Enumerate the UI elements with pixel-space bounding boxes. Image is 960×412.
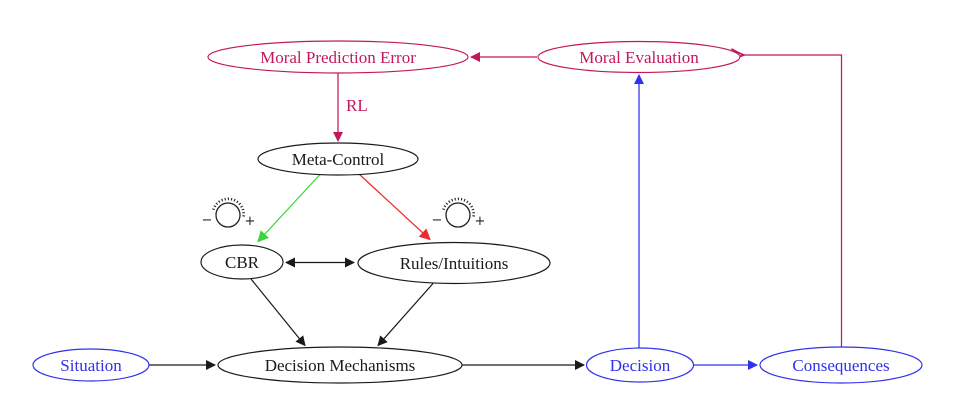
dial-knob-circle xyxy=(215,202,241,228)
node-meta-control: Meta-Control xyxy=(257,142,419,176)
node-label: Consequences xyxy=(792,356,889,375)
node-ellipse xyxy=(207,40,469,74)
edge-meta-control-to-cbr xyxy=(257,174,321,243)
node-ellipse xyxy=(32,348,150,382)
node-label: Rules/Intuitions xyxy=(400,254,509,273)
edge-label-rl: RL xyxy=(346,96,368,115)
edge-consequences-to-moral-evaluation xyxy=(743,55,843,347)
dial-knob-circle xyxy=(445,202,471,228)
node-label: Decision xyxy=(610,356,671,375)
node-moral-evaluation: Moral Evaluation xyxy=(537,40,741,74)
dial-plus-label: + xyxy=(475,214,486,229)
node-label: Moral Prediction Error xyxy=(260,48,416,67)
node-label: Decision Mechanisms xyxy=(265,356,416,375)
dial-minus-label: − xyxy=(432,213,443,228)
node-cbr: CBR xyxy=(200,244,284,280)
gain-dial-icon-rules-intuitions: − + xyxy=(432,197,486,229)
node-consequences: Consequences xyxy=(759,346,923,384)
edge-meta-control-to-rules-intuitions xyxy=(358,173,431,241)
node-decision-mechanisms: Decision Mechanisms xyxy=(217,346,463,384)
node-decision: Decision xyxy=(585,347,695,383)
node-ellipse xyxy=(585,347,695,383)
node-label: Situation xyxy=(60,356,122,375)
edge-cbr-to-decision-mechanisms xyxy=(250,278,306,347)
node-label: CBR xyxy=(225,253,260,272)
node-ellipse xyxy=(759,346,923,384)
node-ellipse xyxy=(357,241,551,285)
node-ellipse xyxy=(200,244,284,280)
node-situation: Situation xyxy=(32,348,150,382)
dial-minus-label: − xyxy=(202,213,213,228)
gain-dial-icon-cbr: − + xyxy=(202,197,256,229)
node-moral-prediction-error: Moral Prediction Error xyxy=(207,40,469,74)
node-ellipse xyxy=(217,346,463,384)
dial-plus-label: + xyxy=(245,214,256,229)
edge-rules-intuitions-to-decision-mechanisms xyxy=(377,283,434,347)
dial-tick-arc xyxy=(212,197,245,219)
dial-tick-arc xyxy=(442,197,475,219)
node-ellipse xyxy=(257,142,419,176)
node-ellipse xyxy=(537,40,741,74)
node-label: Moral Evaluation xyxy=(579,48,699,67)
node-rules-intuitions: Rules/Intuitions xyxy=(357,241,551,285)
node-label: Meta-Control xyxy=(292,150,385,169)
